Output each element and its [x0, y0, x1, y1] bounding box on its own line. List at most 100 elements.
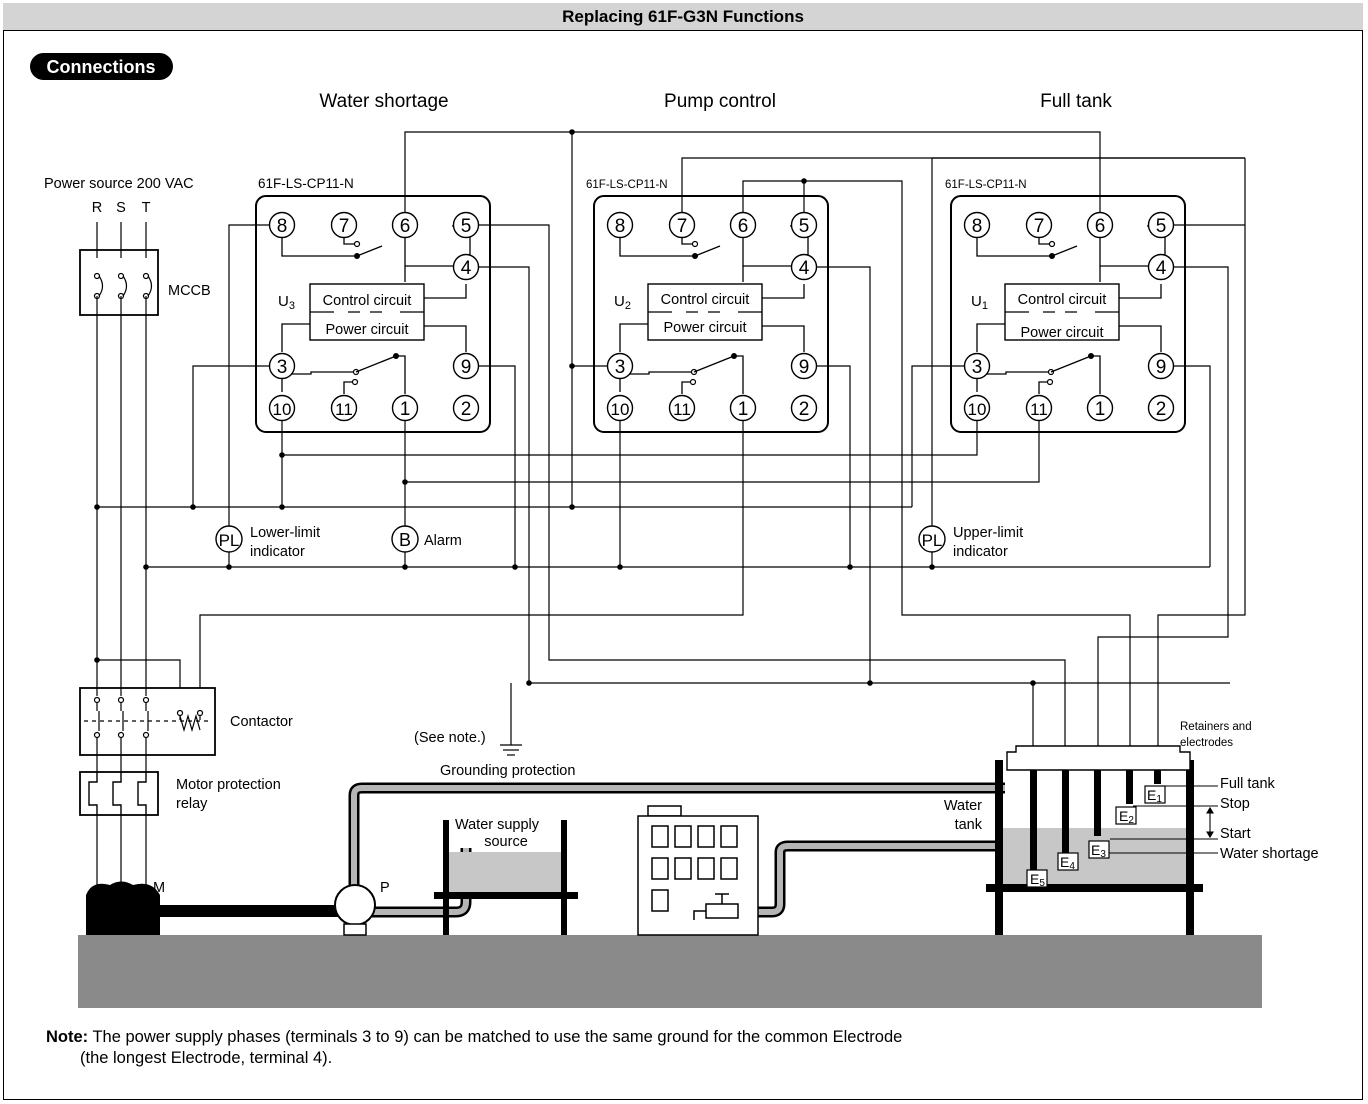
- pump-label: P: [380, 880, 390, 896]
- electrodes: [1030, 770, 1161, 870]
- svg-text:9: 9: [1156, 357, 1167, 378]
- unit-u2-terminals: 8 7 6 5 4 3 9 10 11 1 2: [606, 211, 818, 422]
- water-supply-tank: [434, 820, 578, 935]
- connections-label: Connections: [46, 57, 155, 77]
- column-full-tank: Full tank: [1040, 91, 1112, 112]
- svg-text:9: 9: [799, 357, 810, 378]
- electrode-holder: [1006, 745, 1191, 771]
- svg-text:1: 1: [400, 399, 411, 420]
- water-supply-label-1: Water supply: [455, 817, 540, 833]
- svg-text:4: 4: [461, 258, 472, 279]
- see-note-label: (See note.): [414, 730, 486, 746]
- phase-s: S: [116, 200, 126, 216]
- svg-text:3: 3: [615, 357, 626, 378]
- svg-text:9: 9: [461, 357, 472, 378]
- svg-text:6: 6: [400, 216, 411, 237]
- svg-text:1: 1: [1095, 399, 1106, 420]
- phase-t: T: [142, 200, 151, 216]
- svg-text:4: 4: [799, 258, 810, 279]
- alarm-label: Alarm: [424, 533, 462, 549]
- ground-floor: [78, 935, 1262, 1008]
- svg-text:4: 4: [1156, 258, 1167, 279]
- water-tank-label-1: Water: [944, 798, 982, 814]
- motor-label: M: [153, 880, 165, 896]
- upper-limit-symbol: PL: [922, 531, 943, 550]
- note-label: Note:: [46, 1028, 89, 1046]
- svg-text:7: 7: [677, 216, 688, 237]
- power-source-label: Power source 200 VAC: [44, 176, 194, 192]
- svg-text:7: 7: [339, 216, 350, 237]
- level-indicators: [1109, 785, 1218, 854]
- upper-limit-lamp-icon: [918, 525, 946, 553]
- alarm-symbol: B: [399, 530, 411, 550]
- unit-u1-terminals: 8 7 6 5 4 3 9 10 11 1 2: [963, 211, 1175, 422]
- upper-limit-label-2: indicator: [953, 544, 1008, 560]
- unit-u3-control: Control circuit: [323, 293, 412, 309]
- electrode-e2: E2: [1119, 808, 1134, 826]
- svg-text:8: 8: [277, 216, 288, 237]
- unit-u1-id: U1: [971, 293, 988, 312]
- svg-text:2: 2: [461, 399, 472, 420]
- svg-text:2: 2: [1156, 399, 1167, 420]
- svg-text:8: 8: [615, 216, 626, 237]
- phase-r: R: [92, 200, 102, 216]
- level-start: Start: [1220, 826, 1251, 842]
- svg-text:3: 3: [972, 357, 983, 378]
- unit-u2-id: U2: [614, 293, 631, 312]
- grounding-label: Grounding protection: [440, 763, 575, 779]
- unit-u3-power: Power circuit: [326, 322, 409, 338]
- power-lines: [96, 222, 147, 895]
- unit-u1-model: 61F-LS-CP11-N: [945, 179, 1027, 191]
- upper-limit-label-1: Upper-limit: [953, 525, 1023, 541]
- water-pipes: [348, 782, 1005, 918]
- svg-text:6: 6: [1095, 216, 1106, 237]
- svg-text:3: 3: [277, 357, 288, 378]
- alarm-buzzer-icon: [391, 525, 419, 553]
- note-line-1: The power supply phases (terminals 3 to …: [92, 1028, 903, 1046]
- unit-u3-id: U3: [278, 293, 295, 312]
- pump-icon: [334, 884, 376, 936]
- level-water-shortage: Water shortage: [1220, 846, 1319, 862]
- column-pump-control: Pump control: [664, 91, 776, 112]
- svg-text:5: 5: [799, 216, 810, 237]
- connections-badge: [30, 53, 173, 80]
- electrode-e1: E1: [1147, 787, 1162, 805]
- electrode-e3: E3: [1091, 842, 1106, 860]
- junction-dots: [94, 129, 1036, 686]
- motor-relay-box: [79, 771, 159, 816]
- unit-u3-model: 61F-LS-CP11-N: [258, 176, 354, 191]
- water-supply-label-2: source: [484, 834, 528, 850]
- water-tank-label-2: tank: [955, 817, 983, 833]
- svg-text:11: 11: [1030, 400, 1048, 419]
- svg-text:1: 1: [738, 399, 749, 420]
- unit-u1-control: Control circuit: [1018, 292, 1107, 308]
- figure-title: Replacing 61F-G3N Functions: [3, 3, 1363, 31]
- unit-u2-control: Control circuit: [661, 292, 750, 308]
- svg-text:6: 6: [738, 216, 749, 237]
- lower-limit-symbol: PL: [219, 531, 240, 550]
- level-full-tank: Full tank: [1220, 776, 1276, 792]
- unit-u1-power: Power circuit: [1021, 325, 1104, 341]
- mccb-box: [79, 249, 159, 316]
- svg-text:10: 10: [273, 400, 292, 419]
- svg-text:5: 5: [461, 216, 472, 237]
- building-icon: [637, 805, 759, 936]
- footnote: Note: The power supply phases (terminals…: [46, 1027, 902, 1069]
- motor-relay-label-2: relay: [176, 796, 208, 812]
- column-water-shortage: Water shortage: [319, 91, 448, 112]
- motor-relay-label-1: Motor protection: [176, 777, 281, 793]
- contactor-label: Contactor: [230, 714, 293, 730]
- mccb-label: MCCB: [168, 283, 211, 299]
- retainers-label-2: electrodes: [1180, 737, 1233, 749]
- level-stop: Stop: [1220, 796, 1250, 812]
- unit-u2-power: Power circuit: [664, 320, 747, 336]
- svg-text:11: 11: [335, 400, 353, 419]
- lower-limit-label-2: indicator: [250, 544, 305, 560]
- external-wiring: [97, 131, 1246, 770]
- note-line-2: (the longest Electrode, terminal 4).: [80, 1049, 333, 1067]
- svg-text:10: 10: [611, 400, 630, 419]
- lower-limit-lamp-icon: [215, 525, 243, 553]
- electrode-e4: E4: [1060, 854, 1075, 872]
